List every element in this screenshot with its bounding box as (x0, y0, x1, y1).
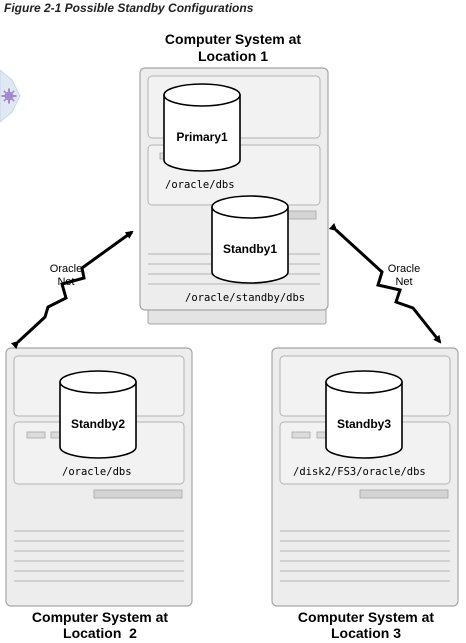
standby3-label: Standby3 (337, 417, 391, 431)
database-cylinder-standby1: Standby1 (211, 195, 289, 284)
gear-icon (1, 88, 17, 104)
standby2-path: /oracle/dbs (62, 466, 132, 478)
location-2-title-line1: Computer System at (32, 609, 168, 625)
location-3-title-line1: Computer System at (298, 609, 434, 625)
location-1-title-line1: Computer System at (165, 31, 301, 47)
side-tab[interactable] (0, 69, 21, 123)
location-2-title-line2: Location 2 (63, 625, 137, 641)
location-3-title-line2: Location 3 (331, 625, 401, 641)
computer-system-location-3: Standby3 /disk2/FS3/oracle/dbs Computer … (271, 347, 459, 641)
location-1-title-line2: Location 1 (198, 48, 268, 64)
drive-bay-slot (359, 489, 449, 499)
database-cylinder-standby3: Standby3 (325, 370, 403, 459)
right-link-label-line2: Net (395, 276, 412, 288)
primary1-label: Primary1 (176, 130, 228, 144)
right-link-label-line1: Oracle (388, 263, 420, 275)
standby1-label: Standby1 (223, 242, 277, 256)
standby3-path: /disk2/FS3/oracle/dbs (293, 466, 426, 478)
standby1-path: /oracle/standby/dbs (185, 292, 305, 304)
drive-bay-slot (93, 489, 183, 499)
left-link-label-line1: Oracle (50, 263, 82, 275)
double-arrow-connector (10, 230, 134, 350)
left-link-label-line2: Net (57, 276, 74, 288)
computer-system-location-1: Computer System at Location 1 Primary1 /… (139, 31, 329, 325)
double-arrow-connector (328, 223, 442, 344)
standby2-label: Standby2 (71, 417, 125, 431)
figure-caption: Figure 2-1 Possible Standby Configuratio… (4, 1, 254, 15)
drive-slot (291, 431, 311, 439)
computer-system-location-2: Standby2 /oracle/dbs Computer System at … (5, 347, 193, 641)
drive-slot (26, 431, 46, 439)
oracle-net-link-left: Oracle Net (10, 230, 134, 350)
database-cylinder-primary1: Primary1 (163, 83, 241, 172)
database-cylinder-standby2: Standby2 (59, 370, 137, 459)
primary1-path: /oracle/dbs (165, 179, 235, 191)
oracle-net-link-right: Oracle Net (328, 223, 442, 344)
